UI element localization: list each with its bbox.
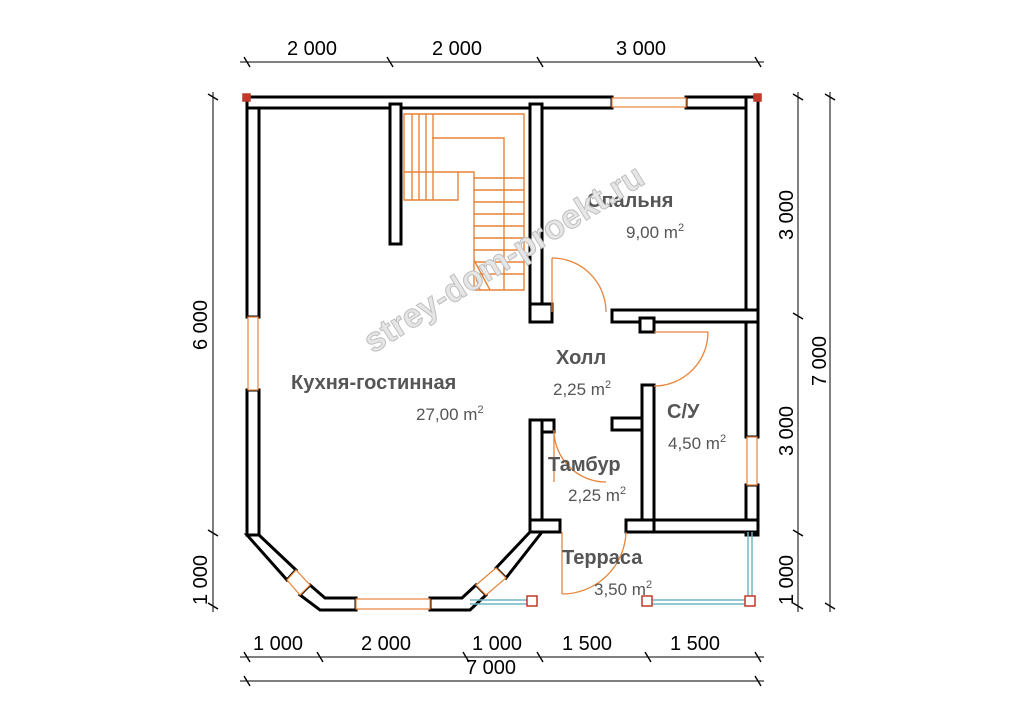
stair-outline (403, 113, 525, 291)
room-name-vestibule: Тамбур (548, 454, 621, 476)
wall-bathroom-stub (638, 316, 656, 334)
door-bathroom (653, 331, 709, 387)
wall-bay-left-lower (297, 582, 358, 612)
wall-north-left (245, 95, 614, 110)
dim-right-1: 3 000 (776, 190, 798, 240)
dim-right-total: 7 000 (809, 336, 831, 386)
wall-east-upper (744, 95, 760, 439)
wall-vestibule-south-right (624, 518, 656, 534)
room-area-terrace: 3,50 m2 (594, 579, 652, 599)
room-name-terrace: Терраса (562, 547, 643, 569)
stair-inner-rail (432, 137, 505, 290)
window-bay-se (475, 567, 507, 596)
door-bedroom (551, 257, 607, 313)
dimension-right: 3 000 3 000 1 000 7 000 (776, 92, 836, 612)
room-name-kitchen: Кухня-гостинная (291, 372, 456, 394)
wall-bay-left (243, 533, 299, 583)
room-name-bathroom: С/У (667, 401, 700, 423)
doors (551, 257, 709, 595)
stair-winder-2 (473, 271, 481, 291)
corner-post-ne (753, 93, 762, 102)
dim-top-3: 3 000 (616, 38, 666, 60)
room-area-bathroom: 4,50 m2 (668, 433, 726, 453)
room-name-bedroom: Спальня (587, 190, 673, 212)
wall-bedroom-west (528, 102, 544, 306)
dim-bottom-4: 1 500 (562, 633, 612, 655)
room-labels: Спальня 9,00 m2 Холл 2,25 m2 Кухня-гости… (291, 190, 726, 599)
dimension-bottom: 1 000 2 000 1 000 1 500 1 500 7 000 (240, 633, 764, 687)
dim-bottom-3: 1 000 (472, 633, 522, 655)
windows (247, 97, 758, 610)
wall-partition-stair (388, 102, 403, 246)
room-area-kitchen: 27,00 m2 (416, 404, 484, 424)
dim-bottom-total: 7 000 (466, 657, 516, 679)
wall-west-lower (245, 388, 261, 537)
wall-vestibule-west (528, 418, 544, 527)
window-east (746, 436, 758, 486)
stair-winder-1 (473, 259, 491, 291)
wall-bathroom-west-stub (610, 416, 644, 432)
wall-bedroom-west-stub (528, 302, 554, 324)
dim-bottom-5: 1 500 (670, 633, 720, 655)
wall-vestibule-west-stub (540, 418, 556, 434)
window-bay-sw (286, 569, 311, 596)
room-area-vestibule: 2,25 m2 (568, 485, 626, 505)
wall-bathroom-south (640, 518, 760, 534)
dimension-left: 6 000 1 000 (190, 92, 219, 612)
window-west (247, 316, 259, 391)
wall-bathroom-west (640, 383, 656, 527)
door-entrance (561, 531, 627, 595)
terrace-post-1 (526, 595, 538, 607)
room-name-hall: Холл (556, 347, 606, 369)
door-vestibule (553, 429, 607, 483)
wall-bedroom-south (610, 308, 760, 324)
window-north (611, 97, 687, 108)
wall-west (245, 95, 261, 319)
room-area-hall: 2,25 m2 (553, 379, 611, 399)
dim-top-2: 2 000 (432, 38, 482, 60)
staircase (403, 113, 525, 291)
terrace-railing (470, 532, 756, 607)
dim-left-2: 1 000 (190, 555, 212, 605)
dim-bottom-1: 1 000 (253, 633, 303, 655)
dim-top-1: 2 000 (287, 38, 337, 60)
dim-right-2: 3 000 (776, 406, 798, 456)
corner-post-nw (242, 93, 251, 102)
window-bay-south (355, 598, 431, 610)
wall-bay-right-lower (428, 582, 489, 612)
dim-bottom-2: 2 000 (361, 633, 411, 655)
wall-bay-right (493, 530, 546, 581)
walls (242, 93, 762, 612)
dim-right-3: 1 000 (776, 555, 798, 605)
dim-left-1: 6 000 (190, 300, 212, 350)
terrace-post-3 (744, 595, 756, 607)
room-area-bedroom: 9,00 m2 (626, 222, 684, 242)
terrace-post-2 (641, 595, 653, 607)
wall-vestibule-south-left (528, 518, 562, 534)
dimension-top: 2 000 2 000 3 000 (240, 38, 764, 68)
